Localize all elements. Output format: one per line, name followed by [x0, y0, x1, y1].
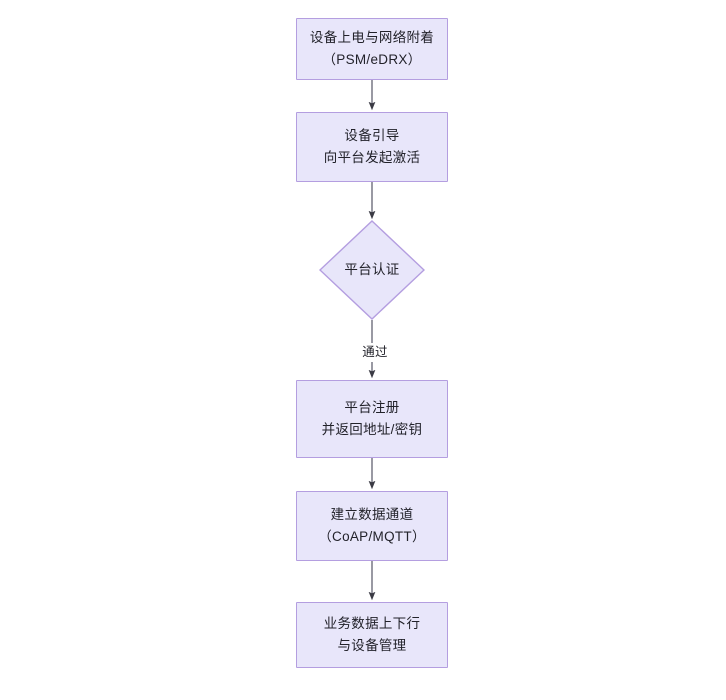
- node-label: 平台注册 并返回地址/密钥: [321, 400, 423, 437]
- edge-label-text: 通过: [362, 345, 388, 359]
- node-label: 建立数据通道 （CoAP/MQTT）: [318, 507, 426, 544]
- node-device-power-on[interactable]: 设备上电与网络附着 （PSM/eDRX）: [296, 18, 448, 80]
- diamond-shape-icon: [319, 220, 425, 320]
- node-device-bootstrap[interactable]: 设备引导 向平台发起激活: [296, 112, 448, 182]
- node-label: 设备引导 向平台发起激活: [323, 128, 421, 165]
- edge-label-pass: 通过: [352, 343, 398, 362]
- node-label: 设备上电与网络附着 （PSM/eDRX）: [309, 30, 435, 67]
- node-data-channel[interactable]: 建立数据通道 （CoAP/MQTT）: [296, 491, 448, 561]
- node-label: 业务数据上下行 与设备管理: [323, 616, 421, 653]
- node-platform-registration[interactable]: 平台注册 并返回地址/密钥: [296, 380, 448, 458]
- node-label: 平台认证: [344, 262, 400, 277]
- node-platform-authentication[interactable]: 平台认证: [319, 220, 425, 320]
- node-business-data[interactable]: 业务数据上下行 与设备管理: [296, 602, 448, 668]
